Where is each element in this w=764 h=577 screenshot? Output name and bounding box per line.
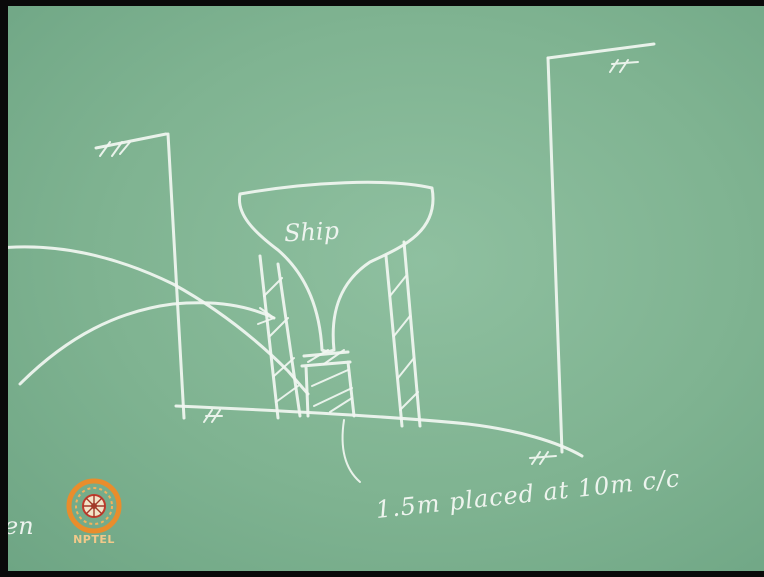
right-support bbox=[384, 240, 422, 428]
chalk-drawing bbox=[8, 42, 656, 483]
keel-block-hatch bbox=[307, 349, 353, 413]
right-wall-top bbox=[546, 42, 656, 60]
left-support-hatch bbox=[263, 277, 299, 403]
cut-off-text: en bbox=[8, 512, 34, 540]
nptel-logo-text: NPTEL bbox=[73, 533, 115, 546]
keel-block bbox=[300, 350, 356, 418]
chalkboard: Ship 1.5m placed at 10m c/c en NPTEL bbox=[8, 6, 764, 571]
nptel-logo: NPTEL bbox=[63, 476, 125, 556]
ship-hull bbox=[237, 180, 435, 353]
ascending-curve bbox=[18, 301, 276, 386]
left-wall-hatch bbox=[99, 141, 131, 157]
descending-curve bbox=[8, 245, 310, 396]
left-support bbox=[258, 254, 302, 420]
floor-hatch-left bbox=[203, 409, 223, 423]
floor-hatch-right bbox=[529, 451, 557, 465]
left-wall bbox=[166, 132, 186, 420]
floor-line bbox=[174, 404, 584, 458]
annotation-leader bbox=[341, 419, 361, 483]
right-wall-hatch bbox=[609, 59, 639, 73]
ship-label: Ship bbox=[283, 216, 340, 248]
right-support-hatch bbox=[389, 275, 419, 411]
right-wall bbox=[546, 56, 564, 454]
nptel-emblem-icon bbox=[66, 478, 122, 534]
